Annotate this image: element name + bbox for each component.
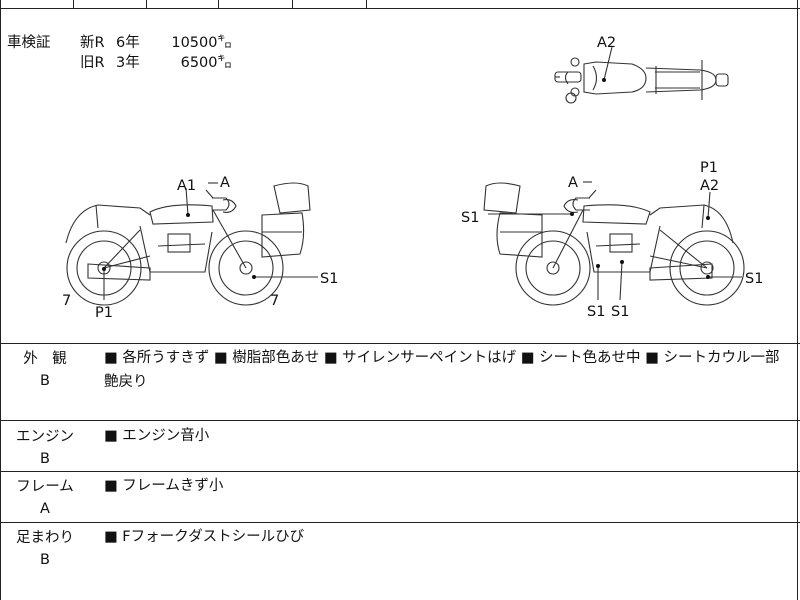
section-divider (0, 471, 800, 472)
top-view-motorcycle (554, 46, 729, 104)
marker-top-a2: A2 (597, 35, 616, 51)
right-view-motorcycle (483, 182, 745, 306)
section-grade: B (40, 451, 50, 467)
section-frame-notes: ■ フレームきず小 (104, 474, 789, 498)
column-divider (218, 0, 219, 8)
section-name: フレーム (16, 479, 74, 495)
section-notes: ■ エンジン音小 (104, 428, 210, 444)
section-exterior-label: 外 観 B (0, 348, 90, 392)
left-view-motorcycle (65, 182, 311, 306)
marker-right-a2: A2 (700, 178, 719, 194)
marker-left-s1: S1 (320, 271, 338, 287)
column-divider (146, 0, 147, 8)
section-grade: B (40, 373, 50, 389)
marker-left-p1: P1 (95, 305, 113, 321)
section-divider (0, 522, 800, 523)
marker-leader (619, 261, 623, 301)
marker-right-p1: P1 (700, 160, 718, 176)
marker-left-7-rear: 7 (270, 293, 279, 309)
section-grade: A (40, 501, 50, 517)
section-name: 外 観 (23, 351, 67, 367)
motorcycle-damage-diagram: A2 A1 A S1 7 7 P1 A S1 P1 A2 S1 S1 S1 (62, 35, 763, 321)
marker-left-a: A (220, 175, 230, 191)
marker-left-a1: A1 (177, 178, 196, 194)
section-engine-label: エンジン B (0, 426, 90, 470)
mileage-type: 旧R (80, 55, 105, 71)
section-notes: ■ フレームきず小 (104, 478, 224, 494)
section-name: 足まわり (16, 530, 74, 546)
section-grade: B (40, 552, 50, 568)
column-divider (73, 0, 74, 8)
section-divider (0, 420, 800, 421)
section-name: エンジン (16, 429, 74, 445)
mileage-amount: 10500㌔ (171, 35, 232, 51)
section-notes: ■ Fフォークダストシールひび (104, 529, 305, 545)
section-notes: ■ 各所うすきず ■ 樹脂部色あせ ■ サイレンサーペイントはげ ■ シート色あ… (104, 350, 780, 390)
mileage-row-new: 新R 6年 10500㌔ (80, 33, 232, 53)
marker-right-a: A (568, 175, 578, 191)
marker-right-s1-left: S1 (461, 210, 479, 226)
mileage-years: 3年 (116, 55, 140, 71)
mileage-row-old: 旧R 3年 6500㌔ (80, 53, 232, 73)
marker-right-s1-right: S1 (745, 271, 763, 287)
section-suspension-label: 足まわり B (0, 527, 90, 571)
inspection-label: 車検証 (7, 35, 51, 51)
marker-left-7-front: 7 (62, 293, 71, 309)
marker-leader (185, 187, 189, 216)
section-frame-label: フレーム A (0, 476, 90, 520)
column-divider (292, 0, 293, 8)
marker-right-s1-bottom-b: S1 (611, 304, 629, 320)
section-divider (0, 343, 800, 344)
mileage-type: 新R (80, 35, 105, 51)
column-divider (366, 0, 367, 8)
marker-leader (707, 191, 711, 219)
section-exterior-notes: ■ 各所うすきず ■ 樹脂部色あせ ■ サイレンサーペイントはげ ■ シート色あ… (104, 346, 789, 394)
section-suspension-notes: ■ Fフォークダストシールひび (104, 525, 789, 549)
mileage-years: 6年 (116, 35, 140, 51)
section-engine-notes: ■ エンジン音小 (104, 424, 789, 448)
mileage-amount: 6500㌔ (180, 55, 232, 71)
marker-right-s1-bottom-a: S1 (587, 304, 605, 320)
table-header-strip (0, 0, 800, 9)
